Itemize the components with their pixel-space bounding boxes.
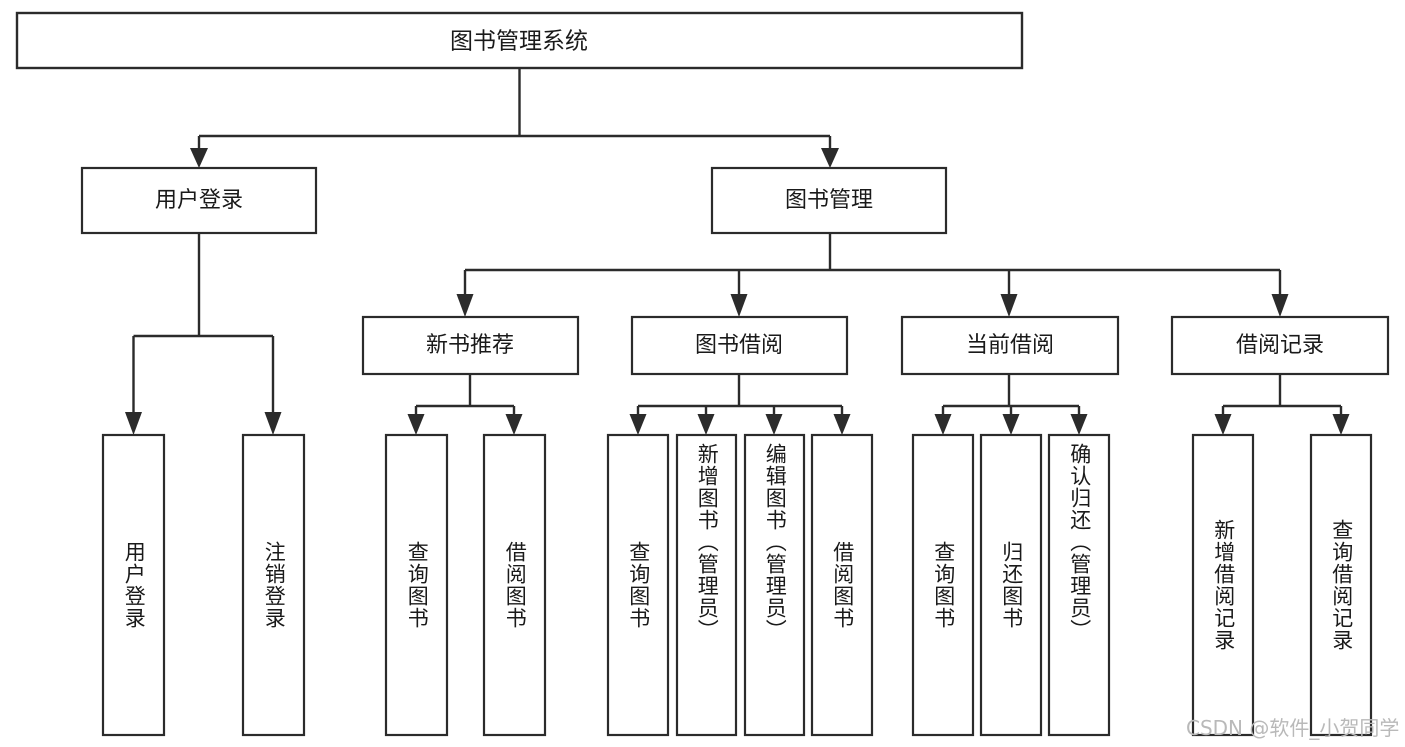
node-book-manage-label: 图书管理 [785, 188, 873, 213]
leaf-confirm-return-box[interactable] [1047, 433, 1111, 737]
leaf-user-login-box[interactable] [101, 433, 166, 737]
leaf-query-book-1-box[interactable] [384, 433, 449, 737]
leaf-query-book-2-box[interactable] [606, 433, 670, 737]
node-book-borrow-box[interactable] [630, 315, 849, 376]
arrow-leaf-add-record [1214, 414, 1232, 435]
node-new-book-recommend-label: 新书推荐 [426, 333, 514, 358]
leaf-return-book-box[interactable] [979, 433, 1043, 737]
leaf-query-book-3-box[interactable] [911, 433, 975, 737]
arrow-leaf-confirm-return [1070, 414, 1088, 435]
leaf-boxes-book-borrow [606, 433, 874, 737]
node-root-label: 图书管理系统 [450, 29, 588, 55]
node-new-book-recommend-box[interactable] [361, 315, 580, 376]
arrow-leaf-borrow-book-2 [833, 414, 851, 435]
node-book-manage[interactable]: 图书管理 [710, 166, 948, 235]
csdn-watermark: CSDN @软件_小贺同学 [1186, 716, 1400, 740]
node-root[interactable]: 图书管理系统 [15, 11, 1024, 70]
node-user-login[interactable]: 用户登录 [80, 166, 318, 235]
leaf-boxes-new-book-recommend [384, 433, 547, 737]
arrow-leaf-logout [264, 412, 282, 435]
node-current-borrow-label: 当前借阅 [966, 333, 1054, 358]
node-current-borrow-box[interactable] [900, 315, 1120, 376]
arrow-to-user-login [190, 148, 208, 168]
arrow-to-borrow-record [1271, 294, 1289, 317]
leaf-borrow-book-1-box[interactable] [482, 433, 547, 737]
node-borrow-record[interactable]: 借阅记录 [1170, 315, 1390, 376]
leaf-borrow-book-2-box[interactable] [810, 433, 874, 737]
arrow-to-new-book-recommend [456, 294, 474, 317]
node-root-box[interactable] [15, 11, 1024, 70]
edge-group-book-manage [456, 233, 1289, 317]
edge-group-new-book-recommend [407, 374, 523, 435]
edge-group-user-login [125, 233, 282, 435]
leaf-boxes-borrow-record [1191, 433, 1373, 737]
arrow-leaf-borrow-book-1 [505, 414, 523, 435]
leaf-boxes-user-login [101, 433, 306, 737]
arrow-to-book-borrow [730, 294, 748, 317]
arrow-leaf-edit-book [765, 414, 783, 435]
leaf-boxes-current-borrow [911, 433, 1111, 737]
arrow-to-book-manage [821, 148, 839, 168]
node-user-login-label: 用户登录 [155, 188, 243, 213]
arrow-leaf-query-record [1332, 414, 1350, 435]
leaf-add-book-box[interactable] [675, 433, 738, 737]
node-new-book-recommend[interactable]: 新书推荐 [361, 315, 580, 376]
edge-group-root [190, 68, 839, 168]
arrow-leaf-query-book-3 [934, 414, 952, 435]
arrow-leaf-query-book-2 [629, 414, 647, 435]
node-user-login-box[interactable] [80, 166, 318, 235]
leaf-logout-box[interactable] [241, 433, 306, 737]
arrow-leaf-user-login [125, 412, 142, 435]
leaf-query-record-box[interactable] [1309, 433, 1373, 737]
edge-group-borrow-record [1214, 374, 1350, 435]
node-book-borrow-label: 图书借阅 [695, 333, 783, 358]
node-borrow-record-box[interactable] [1170, 315, 1390, 376]
arrow-leaf-query-book-1 [407, 414, 425, 435]
node-current-borrow[interactable]: 当前借阅 [900, 315, 1120, 376]
edge-group-book-borrow [629, 374, 851, 435]
node-book-borrow[interactable]: 图书借阅 [630, 315, 849, 376]
arrow-to-current-borrow [1000, 294, 1018, 317]
leaf-add-record-box[interactable] [1191, 433, 1255, 737]
edge-group-current-borrow [934, 374, 1088, 435]
leaf-edit-book-box[interactable] [743, 433, 806, 737]
arrow-leaf-add-book [697, 414, 715, 435]
node-book-manage-box[interactable] [710, 166, 948, 235]
node-borrow-record-label: 借阅记录 [1236, 333, 1324, 358]
arrow-leaf-return-book [1002, 414, 1020, 435]
